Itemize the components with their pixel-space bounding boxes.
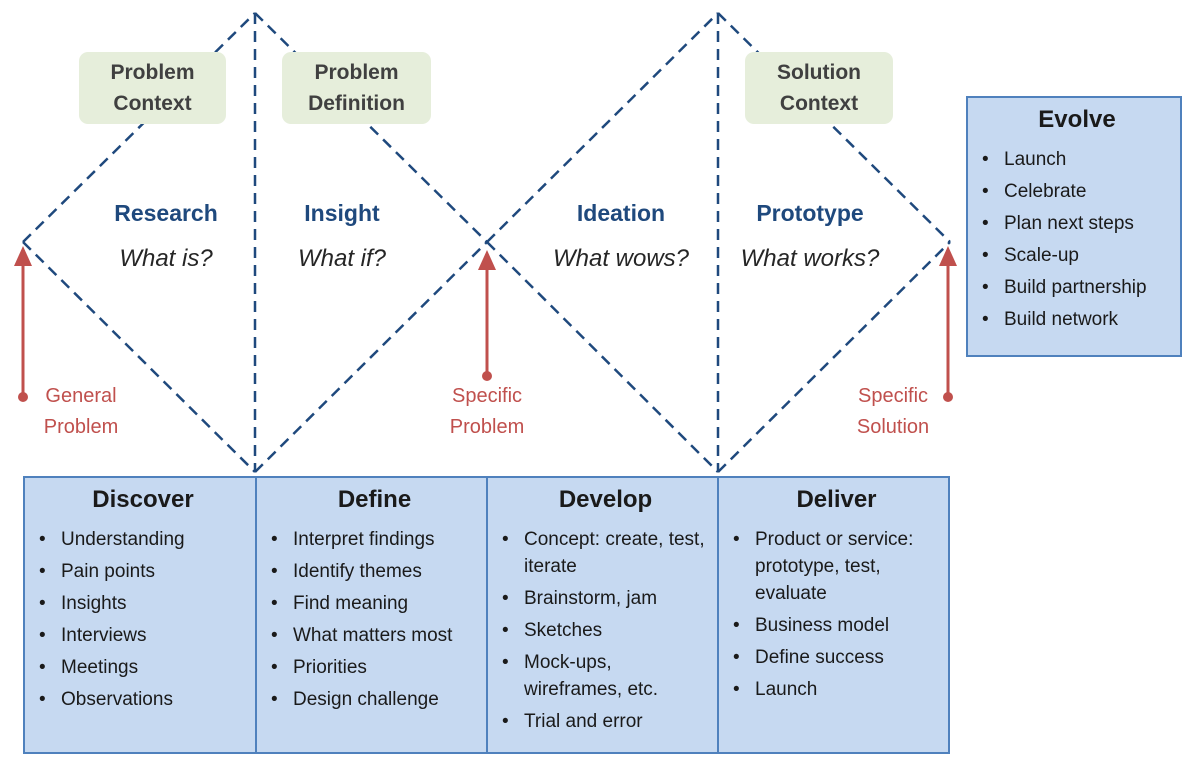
specific-solution-label: Specific Solution: [838, 381, 948, 443]
phase-ideation-question: What wows?: [552, 245, 690, 272]
diamond2-top-right-edge: [717, 12, 951, 243]
phase-research-label: Research: [114, 200, 218, 226]
stage-list-item: Build partnership: [980, 274, 1174, 301]
stage-title: Define: [337, 486, 412, 513]
diamond2-bottom-right-edge: [717, 241, 951, 473]
stage-list-item: Business model: [731, 612, 942, 639]
phase-insight-label: Insight: [304, 200, 380, 226]
problem-context-tag: Problem Context: [79, 52, 226, 124]
stage-list-item: Scale-up: [980, 242, 1174, 269]
stage-list-item: Define success: [731, 644, 942, 671]
stage-list-item: Build network: [980, 306, 1174, 333]
stage-list-item: Plan next steps: [980, 210, 1174, 237]
diamond2-top-left-edge: [486, 12, 719, 243]
diamond1-bottom-right-edge: [254, 241, 488, 473]
stage-deliver: Deliver Product or service: prototype, t…: [717, 476, 950, 754]
stage-list-item: Launch: [731, 676, 942, 703]
stage-item-list: Concept: create, test, iterateBrainstorm…: [500, 526, 711, 735]
stage-list-item: Trial and error: [500, 708, 711, 735]
stage-list-item: Identify themes: [269, 558, 480, 585]
stage-list-item: Concept: create, test, iterate: [500, 526, 711, 580]
solution-context-tag: Solution Context: [745, 52, 893, 124]
general-problem-label: General Problem: [26, 381, 136, 443]
stage-title: Discover: [92, 486, 194, 513]
stage-list-item: Interpret findings: [269, 526, 480, 553]
label-line-1: General: [45, 385, 117, 407]
stage-list-item: Observations: [37, 686, 249, 713]
stage-list-item: Find meaning: [269, 590, 480, 617]
tag-line-1: Problem: [110, 61, 195, 84]
tag-line-1: Solution: [777, 61, 861, 84]
tag-line-2: Context: [779, 92, 859, 115]
diamond1-bottom-left-edge: [22, 241, 256, 473]
stage-list-item: Sketches: [500, 617, 711, 644]
general-problem-arrow: [14, 246, 32, 402]
stage-list-item: Product or service: prototype, test, eva…: [731, 526, 942, 607]
phase-ideation-label: Ideation: [576, 200, 666, 226]
stage-evolve: Evolve LaunchCelebratePlan next stepsSca…: [966, 96, 1182, 357]
stage-item-list: LaunchCelebratePlan next stepsScale-upBu…: [980, 146, 1174, 333]
stage-list-item: Pain points: [37, 558, 249, 585]
diamond-outlines: [22, 12, 951, 473]
stage-list-item: Insights: [37, 590, 249, 617]
stage-list-item: Meetings: [37, 654, 249, 681]
milestone-arrows: [14, 246, 957, 402]
stage-define: Define Interpret findingsIdentify themes…: [255, 476, 488, 754]
phase-prototype-label: Prototype: [756, 200, 864, 226]
tag-line-1: Problem: [314, 61, 399, 84]
stage-list-item: Interviews: [37, 622, 249, 649]
stage-item-list: Interpret findingsIdentify themesFind me…: [269, 526, 480, 713]
stage-list-item: Understanding: [37, 526, 249, 553]
diamond1-top-left-edge: [22, 12, 256, 243]
diamond1-top-right-edge: [254, 12, 488, 243]
stage-list-item: Design challenge: [269, 686, 480, 713]
stage-discover: Discover UnderstandingPain pointsInsight…: [23, 476, 257, 754]
stage-list-item: Mock-ups, wireframes, etc.: [500, 649, 711, 703]
stage-title: Develop: [558, 486, 653, 513]
tag-line-2: Definition: [308, 92, 405, 115]
stage-title: Evolve: [1038, 106, 1116, 133]
label-line-2: Problem: [449, 416, 525, 438]
stage-develop: Develop Concept: create, test, iterateBr…: [486, 476, 719, 754]
tag-line-2: Context: [113, 92, 192, 115]
stage-title: Deliver: [796, 486, 877, 513]
label-line-1: Specific: [451, 385, 523, 407]
stage-list-item: Launch: [980, 146, 1174, 173]
stage-item-list: UnderstandingPain pointsInsightsIntervie…: [37, 526, 249, 713]
label-line-2: Solution: [856, 416, 930, 438]
stage-list-item: Brainstorm, jam: [500, 585, 711, 612]
phase-prototype-question: What works?: [740, 245, 880, 272]
problem-definition-tag: Problem Definition: [282, 52, 431, 124]
stage-list-item: Celebrate: [980, 178, 1174, 205]
stage-list-item: What matters most: [269, 622, 480, 649]
specific-solution-arrow: [939, 246, 957, 402]
label-line-2: Problem: [43, 416, 119, 438]
phase-research-question: What is?: [119, 245, 213, 272]
phase-insight-question: What if?: [297, 245, 387, 272]
stage-item-list: Product or service: prototype, test, eva…: [731, 526, 942, 703]
specific-problem-label: Specific Problem: [432, 381, 542, 443]
specific-problem-arrow: [478, 250, 496, 381]
diamond2-bottom-left-edge: [486, 241, 719, 473]
stage-list-item: Priorities: [269, 654, 480, 681]
label-line-1: Specific: [857, 385, 929, 407]
